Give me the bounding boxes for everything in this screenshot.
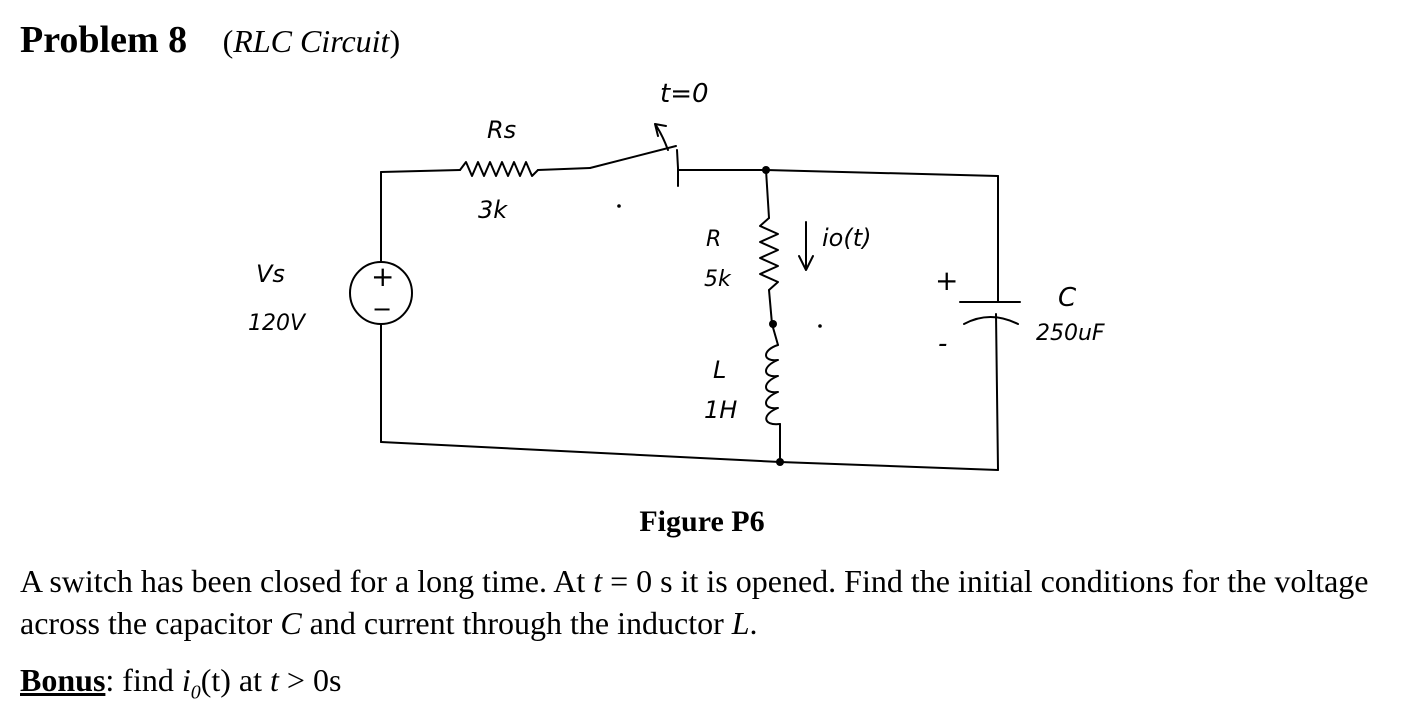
c-value: 250uF bbox=[1036, 321, 1105, 346]
r-value: 5k bbox=[704, 267, 732, 292]
rs-value: 3k bbox=[478, 196, 508, 224]
voltage-source bbox=[349, 261, 413, 325]
resistor-r bbox=[759, 217, 779, 291]
current-label: io(t) bbox=[822, 224, 872, 252]
source-plus: + bbox=[371, 260, 394, 293]
bonus-label: Bonus bbox=[20, 662, 106, 698]
capacitor-bottom-plate bbox=[963, 316, 1019, 325]
wire-right-bottom bbox=[995, 313, 999, 471]
capacitor-minus: - bbox=[938, 329, 947, 359]
c-label: C bbox=[1058, 283, 1077, 313]
wire-top-left bbox=[380, 169, 461, 173]
node-mid bbox=[769, 320, 777, 328]
node-bottom bbox=[776, 458, 784, 466]
problem-number: Problem 8 bbox=[20, 19, 188, 61]
stray-dot-1 bbox=[617, 204, 621, 208]
wire-mid-node bbox=[768, 289, 779, 346]
node-top bbox=[762, 166, 770, 174]
figure-caption: Figure P6 bbox=[639, 505, 765, 538]
wire-top-right bbox=[677, 169, 999, 177]
problem-subtitle: (RLC Circuit) bbox=[222, 23, 401, 59]
l-label: L bbox=[713, 356, 726, 384]
l-value: 1H bbox=[704, 396, 737, 424]
capacitor-plus: + bbox=[935, 264, 958, 297]
switch-arrow bbox=[654, 123, 669, 151]
r-label: R bbox=[706, 227, 721, 252]
vs-label: Vs bbox=[256, 260, 285, 288]
switch-contact bbox=[676, 149, 679, 187]
problem-statement: A switch has been closed for a long time… bbox=[20, 563, 1369, 641]
problem-title: Problem 8 (RLC Circuit) bbox=[20, 18, 400, 62]
wire-mid-top bbox=[765, 169, 770, 219]
bonus-question: Bonus: find i0(t) at t > 0s bbox=[20, 662, 342, 704]
rs-label: Rs bbox=[487, 116, 516, 144]
wire-top-switch bbox=[537, 167, 591, 171]
stray-dot-2 bbox=[818, 324, 822, 328]
resistor-rs bbox=[459, 161, 539, 177]
current-arrow bbox=[798, 221, 814, 271]
inductor-l bbox=[765, 344, 781, 426]
switch-blade bbox=[589, 145, 677, 169]
vs-value: 120V bbox=[248, 311, 307, 336]
circuit-diagram: t=0 Rs 3k Vs 120V + − R 5k io(t) L 1H + … bbox=[248, 79, 1105, 471]
switch-label: t=0 bbox=[660, 79, 709, 109]
source-minus: − bbox=[372, 295, 392, 323]
wire-bottom bbox=[380, 441, 999, 471]
